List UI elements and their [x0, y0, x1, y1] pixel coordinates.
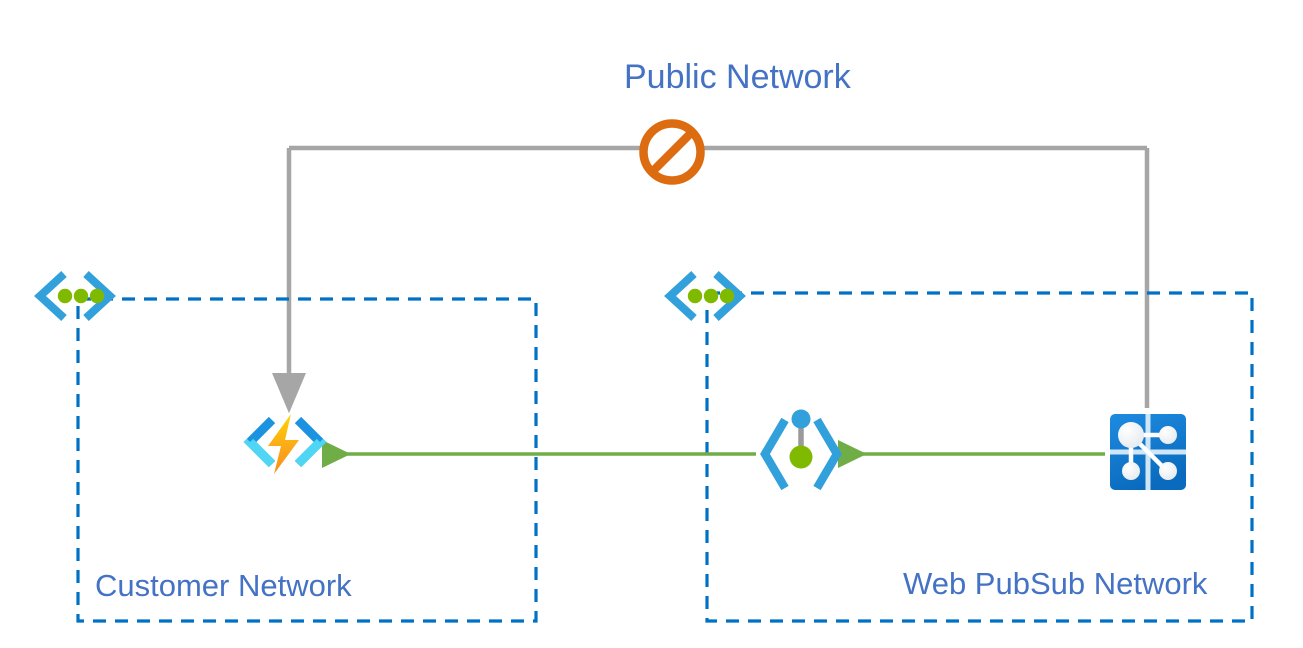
customer-network-boundary [76, 297, 538, 623]
customer-network-label: Customer Network [95, 568, 352, 603]
azure-functions-icon [243, 414, 327, 474]
virtual-network-icon [664, 271, 746, 321]
web-pubsub-icon [1110, 414, 1186, 490]
virtual-network-icon [34, 271, 116, 321]
private-endpoint-icon [760, 409, 842, 491]
prohibited-icon [639, 119, 705, 185]
web-pubsub-network-label: Web PubSub Network [903, 566, 1208, 601]
public-network-path [271, 145, 1150, 414]
web-pubsub-network-boundary [705, 291, 1254, 623]
public-network-title: Public Network [624, 58, 851, 96]
